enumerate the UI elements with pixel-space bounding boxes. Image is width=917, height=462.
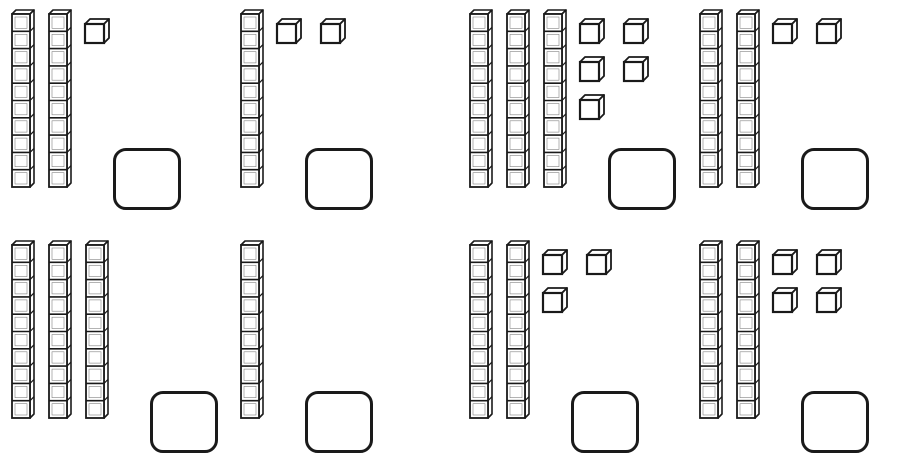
unit-cube-icon (587, 250, 611, 274)
answer-box[interactable] (801, 148, 869, 210)
unit-cube-icon (277, 19, 301, 43)
ten-rod-icon (86, 241, 108, 418)
ten-rod-icon (49, 10, 71, 187)
ten-rod-icon (737, 10, 759, 187)
unit-cube-icon (773, 19, 797, 43)
ten-rod-icon (12, 241, 34, 418)
problem-cell (229, 231, 458, 462)
ten-rod-icon (700, 10, 722, 187)
unit-cube-icon (773, 250, 797, 274)
answer-box[interactable] (305, 148, 373, 210)
ten-rod-icon (737, 241, 759, 418)
unit-cube-icon (580, 95, 604, 119)
unit-cube-icon (543, 288, 567, 312)
problem-cell (0, 0, 229, 231)
unit-cube-icon (543, 250, 567, 274)
answer-box[interactable] (305, 391, 373, 453)
ten-rod-icon (241, 10, 263, 187)
unit-cube-icon (580, 19, 604, 43)
answer-box[interactable] (571, 391, 639, 453)
problem-cell (229, 0, 458, 231)
ten-rod-icon (12, 10, 34, 187)
unit-cube-icon (817, 19, 841, 43)
unit-cube-icon (321, 19, 345, 43)
answer-box[interactable] (608, 148, 676, 210)
answer-box[interactable] (150, 391, 218, 453)
ten-rod-icon (700, 241, 722, 418)
answer-box[interactable] (801, 391, 869, 453)
ten-rod-icon (507, 10, 529, 187)
unit-cube-icon (624, 57, 648, 81)
ten-rod-icon (470, 10, 492, 187)
unit-cube-icon (580, 57, 604, 81)
ten-rod-icon (507, 241, 529, 418)
problem-cell (0, 231, 229, 462)
problem-cell (688, 231, 917, 462)
ten-rod-icon (49, 241, 71, 418)
unit-cube-icon (624, 19, 648, 43)
unit-cube-icon (817, 250, 841, 274)
unit-cube-icon (85, 19, 109, 43)
ten-rod-icon (470, 241, 492, 418)
unit-cube-icon (817, 288, 841, 312)
unit-cube-icon (773, 288, 797, 312)
problem-cell (458, 231, 687, 462)
ten-rod-icon (241, 241, 263, 418)
problem-cell (688, 0, 917, 231)
answer-box[interactable] (113, 148, 181, 210)
problem-cell (458, 0, 687, 231)
ten-rod-icon (544, 10, 566, 187)
